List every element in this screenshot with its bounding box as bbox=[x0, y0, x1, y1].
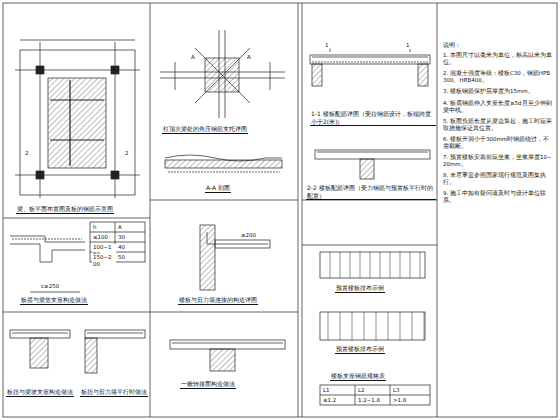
note-text: 150~200 bbox=[92, 254, 116, 268]
note-text: 7. 预置楼板安装前应坐浆，坐浆厚度10~20mm。 bbox=[442, 154, 554, 168]
note-text: A bbox=[117, 224, 123, 231]
detail-title: A-A 剖面 bbox=[205, 184, 231, 193]
panel-joint bbox=[420, 252, 421, 278]
panel-joint bbox=[370, 252, 371, 278]
note-text: L1 bbox=[322, 387, 331, 394]
note-text: h bbox=[92, 224, 98, 231]
detail-title: 2-2 楼板配筋详图（受力钢筋与预置板平行时的配置） bbox=[306, 184, 436, 200]
panel-joint bbox=[352, 312, 353, 340]
panel-joint bbox=[328, 312, 329, 340]
detail-title: 一般转接面构造做法 bbox=[180, 380, 236, 389]
note-text: 6. 楼板开洞小于300mm时钢筋绕过，不需截断。 bbox=[442, 136, 554, 150]
panel-joint bbox=[424, 312, 425, 340]
note-text: 1 bbox=[405, 42, 411, 49]
panel-joint bbox=[410, 252, 411, 278]
panel-joint bbox=[360, 252, 361, 278]
note-text: 9. 施工中如有疑问请及时与设计单位联系。 bbox=[442, 190, 554, 204]
note-text: A bbox=[190, 54, 196, 61]
detail-title: 楼板与剪力墙连接的构造详图 bbox=[178, 296, 258, 305]
note-text: 2 bbox=[124, 150, 130, 157]
note-text: ≤100 bbox=[92, 234, 109, 241]
note-text: 1.2~1.8 bbox=[357, 397, 381, 404]
detail-title: 板扭与剪力墙平行时做法 bbox=[80, 388, 148, 397]
note-text: 1. 本图尺寸以毫米为单位，标高以米为单位。 bbox=[442, 52, 554, 66]
detail-title: 1-1 楼板配筋详图（受拉钢筋设计，板端跨度小于2(米)） bbox=[310, 110, 436, 126]
note-text: 说明： bbox=[442, 42, 462, 49]
note-text: 2 bbox=[24, 150, 30, 157]
panel-joint bbox=[340, 252, 341, 278]
note-text: 40 bbox=[117, 244, 126, 251]
note-text: L2 bbox=[357, 387, 366, 394]
detail-title: 板扭与梁坡支座构造做法 bbox=[6, 388, 74, 397]
note-text: c≥250 bbox=[40, 283, 60, 290]
panel-joint bbox=[380, 252, 381, 278]
note-text: A bbox=[246, 54, 252, 61]
panel-joint bbox=[364, 312, 365, 340]
note-text: >1.8 bbox=[392, 397, 407, 404]
detail-title: 梁、板平面布置图及板的钢筋示意图 bbox=[16, 205, 114, 214]
detail-title: 柱顶次梁处的角压钢筋支托详图 bbox=[162, 125, 248, 134]
note-text: ≥200 bbox=[240, 232, 257, 239]
note-text: 8. 未尽事宜参照国家现行规范及图集执行。 bbox=[442, 172, 554, 186]
note-text: 1 bbox=[324, 42, 330, 49]
note-text: ≤1.2 bbox=[322, 397, 337, 404]
panel-joint bbox=[400, 312, 401, 340]
panel-joint bbox=[350, 252, 351, 278]
note-text: 30 bbox=[117, 234, 126, 241]
panel-joint bbox=[400, 252, 401, 278]
note-text: L3 bbox=[392, 387, 401, 394]
panel-joint bbox=[388, 312, 389, 340]
panel-joint bbox=[412, 312, 413, 340]
note-text: 3. 楼板钢筋保护层厚度为15mm。 bbox=[442, 88, 535, 95]
note-text: 4. 板底钢筋伸入支座长度≥5d且至少伸到梁中线。 bbox=[442, 100, 554, 114]
panel-joint bbox=[376, 312, 377, 340]
panel-joint bbox=[390, 252, 391, 278]
detail-title: 楼板支座钢筋规格表 bbox=[330, 372, 386, 381]
note-text: 50 bbox=[117, 254, 126, 261]
note-text: 2. 混凝土强度等级：楼板C30，钢筋HPB300、HRB400。 bbox=[442, 70, 554, 84]
panel-joint bbox=[330, 252, 331, 278]
panel-joint bbox=[340, 312, 341, 340]
note-text: 5. 板面负筋长度从梁边算起，施工时应采取措施保证其位置。 bbox=[442, 118, 554, 132]
detail-title: 板搭与梁垫支座构造做法 bbox=[20, 296, 88, 305]
detail-title: 预置楼板排布示例 bbox=[335, 284, 385, 293]
detail-title: 预置楼板排布示例 bbox=[335, 345, 385, 354]
